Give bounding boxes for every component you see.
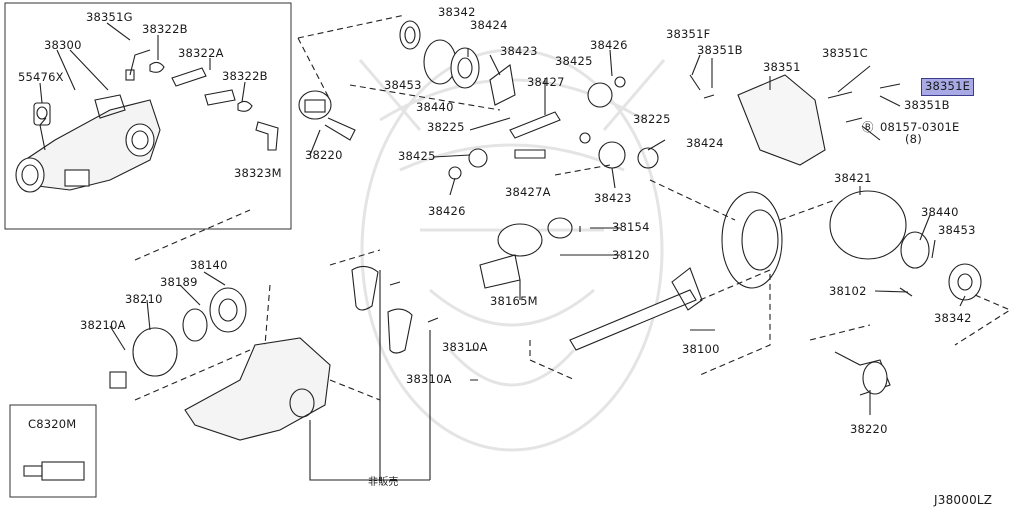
label-38323M: 38323M: [234, 166, 282, 180]
breather-icon: [125, 49, 151, 81]
label-38100: 38100: [682, 342, 720, 356]
bearing-icon: [399, 20, 480, 89]
label-38322B: 38322B: [142, 22, 188, 36]
inset-frame-tool: [9, 404, 97, 498]
differential-assembly-icon: [15, 94, 161, 193]
label-38453-right: 38453: [938, 223, 976, 237]
label-38189: 38189: [160, 275, 198, 289]
label-38351G: 38351G: [86, 10, 133, 24]
label-38426-left: 38426: [428, 204, 466, 218]
diagram-code: J38000LZ: [934, 493, 993, 507]
hose-icon: [171, 67, 236, 106]
tool-icon: [23, 461, 85, 481]
label-38322B-2: 38322B: [222, 69, 268, 83]
bolt-marker-icon: Ⓑ: [862, 120, 874, 134]
label-38351B: 38351B: [697, 43, 743, 57]
label-38225: 38225: [427, 120, 465, 134]
flange-icon: [298, 90, 356, 141]
drive-pinion-icon: [479, 217, 703, 351]
label-38426-top: 38426: [590, 38, 628, 52]
label-quantity: (8): [905, 132, 922, 146]
ring-gear-icon: [721, 191, 783, 289]
bracket-icon: [351, 265, 439, 354]
differential-case-icon: [829, 190, 982, 301]
companion-flange-icon: [109, 287, 247, 389]
watermark-emblem: [358, 48, 666, 452]
label-38440-top: 38440: [416, 100, 454, 114]
label-38425-top: 38425: [555, 54, 593, 68]
label-38140: 38140: [190, 258, 228, 272]
label-38427A: 38427A: [505, 185, 551, 199]
label-38423-top: 38423: [500, 44, 538, 58]
label-38342-top: 38342: [438, 5, 476, 19]
label-38165M: 38165M: [490, 294, 538, 308]
label-38220-right: 38220: [850, 422, 888, 436]
label-38424-mid: 38424: [686, 136, 724, 150]
clamp-icon: [149, 61, 165, 73]
label-08157-0301E: 08157-0301E: [880, 120, 960, 134]
label-38423-mid: 38423: [594, 191, 632, 205]
label-38102: 38102: [829, 284, 867, 298]
label-38322A: 38322A: [178, 46, 224, 60]
side-gear-icon: [448, 64, 659, 180]
label-38351: 38351: [763, 60, 801, 74]
mount-icon: [33, 102, 51, 126]
label-38300: 38300: [44, 38, 82, 52]
inset-frame-assembly: [4, 2, 292, 230]
label-38440-right: 38440: [921, 205, 959, 219]
label-38351E-highlighted[interactable]: 38351E: [921, 78, 975, 96]
label-38225-2: 38225: [633, 112, 671, 126]
label-38220-left: 38220: [305, 148, 343, 162]
clamp-icon-2: [237, 100, 253, 112]
label-38210: 38210: [125, 292, 163, 306]
rear-cover-icon: [689, 74, 901, 166]
label-38351B-2: 38351B: [904, 98, 950, 112]
not-sold-note: 非販売: [368, 477, 399, 488]
label-38425-left: 38425: [398, 149, 436, 163]
label-38154: 38154: [612, 220, 650, 234]
label-38351F: 38351F: [666, 27, 711, 41]
label-38310A-2: 38310A: [406, 372, 452, 386]
elbow-connector-icon: [255, 121, 279, 151]
callout-lines: [39, 22, 966, 481]
side-flange-icon: [834, 351, 891, 396]
label-38421: 38421: [834, 171, 872, 185]
label-38424-top: 38424: [470, 18, 508, 32]
label-38120: 38120: [612, 248, 650, 262]
label-38310A: 38310A: [442, 340, 488, 354]
label-38427: 38427: [527, 75, 565, 89]
label-38453-top: 38453: [384, 78, 422, 92]
label-38210A: 38210A: [80, 318, 126, 332]
leader-lines: [134, 14, 1012, 401]
label-C8320M: C8320M: [28, 417, 77, 431]
carrier-housing-icon: [184, 337, 331, 441]
label-38342-right: 38342: [934, 311, 972, 325]
label-55476X: 55476X: [18, 70, 64, 84]
label-38351C: 38351C: [822, 46, 868, 60]
